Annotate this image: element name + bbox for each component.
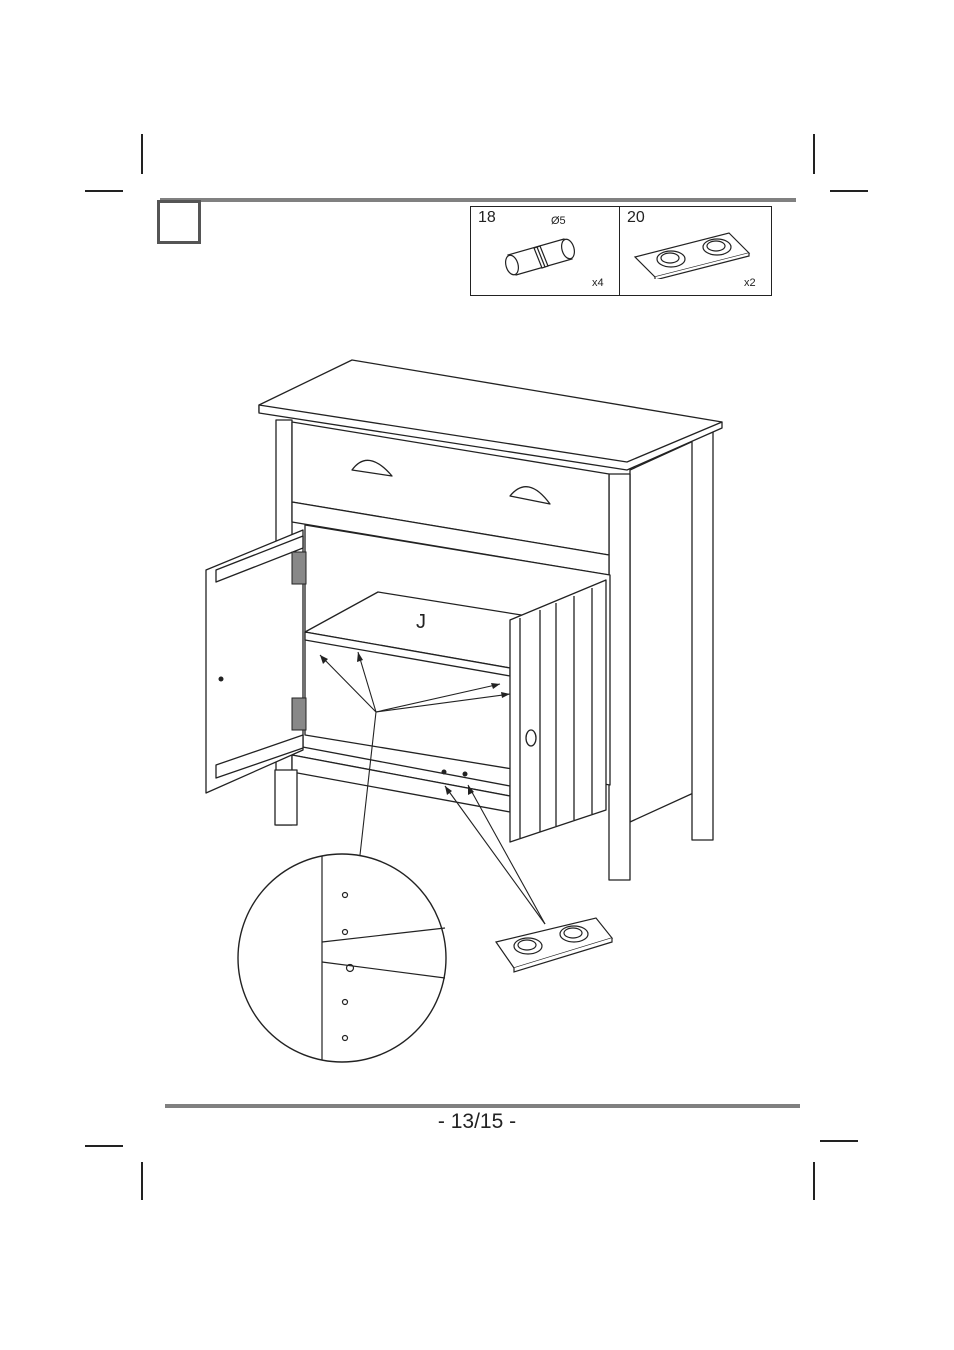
crop-mark <box>820 1140 858 1142</box>
parts-divider <box>619 207 621 295</box>
part-qty: x2 <box>744 277 756 289</box>
part-number: 18 <box>478 209 496 226</box>
part-qty: x4 <box>592 277 604 289</box>
header-rule <box>160 198 796 202</box>
crop-mark <box>85 190 123 192</box>
part-diameter: Ø5 <box>551 215 566 227</box>
crop-mark <box>141 134 143 174</box>
footer-rule <box>165 1104 800 1108</box>
crop-mark <box>141 1162 143 1200</box>
shelf-support-plate-icon <box>633 232 751 279</box>
crop-mark <box>813 1162 815 1200</box>
page-number: - 13/15 - <box>437 1110 517 1133</box>
parts-table: 18 Ø5 x4 20 x2 <box>470 206 772 296</box>
crop-mark <box>830 190 868 192</box>
dowel-icon <box>505 238 575 276</box>
crop-mark <box>813 134 815 174</box>
panel-label: J <box>416 611 426 633</box>
part-number: 20 <box>627 209 645 226</box>
crop-mark <box>85 1145 123 1147</box>
step-box <box>157 200 201 244</box>
